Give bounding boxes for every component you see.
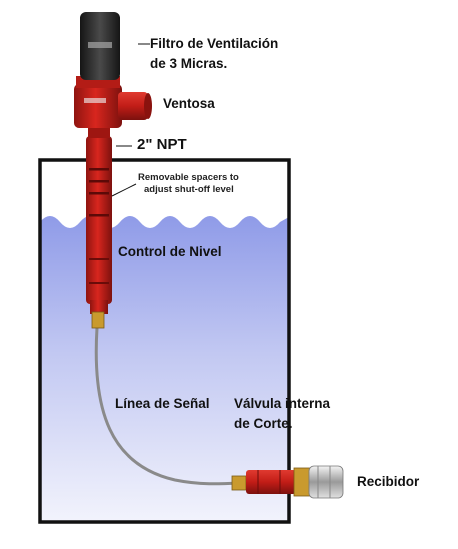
spacer xyxy=(89,214,109,217)
spacer xyxy=(89,192,109,195)
valve-label-line2: de Corte. xyxy=(234,416,293,431)
spacers-leader-line xyxy=(111,183,137,197)
spacers-label-line2: adjust shut-off level xyxy=(144,184,234,195)
filter-label-line1: Filtro de Ventilación xyxy=(150,36,279,51)
receiver-coupling xyxy=(293,465,344,499)
signal-line-label: Línea de Señal xyxy=(115,396,210,411)
vent-filter-cap xyxy=(76,12,120,88)
spacer xyxy=(89,168,109,171)
tank-outline xyxy=(38,158,291,524)
level-control-label: Control de Nivel xyxy=(118,244,222,259)
npt-fitting xyxy=(88,126,110,138)
spacers-label-line1: Removable spacers to xyxy=(138,172,239,183)
tank xyxy=(38,158,291,524)
vent-label: Ventosa xyxy=(163,96,215,111)
valve-label-line1: Válvula interna xyxy=(234,396,331,411)
level-control-body xyxy=(86,136,112,329)
receiver-label: Recibidor xyxy=(357,474,420,489)
vent-body xyxy=(74,84,152,128)
npt-label: 2" NPT xyxy=(137,136,187,153)
shutoff-valve xyxy=(231,470,296,494)
signal-line-tube xyxy=(94,327,239,486)
filter-label-line2: de 3 Micras. xyxy=(150,56,228,71)
spacer xyxy=(89,180,109,183)
